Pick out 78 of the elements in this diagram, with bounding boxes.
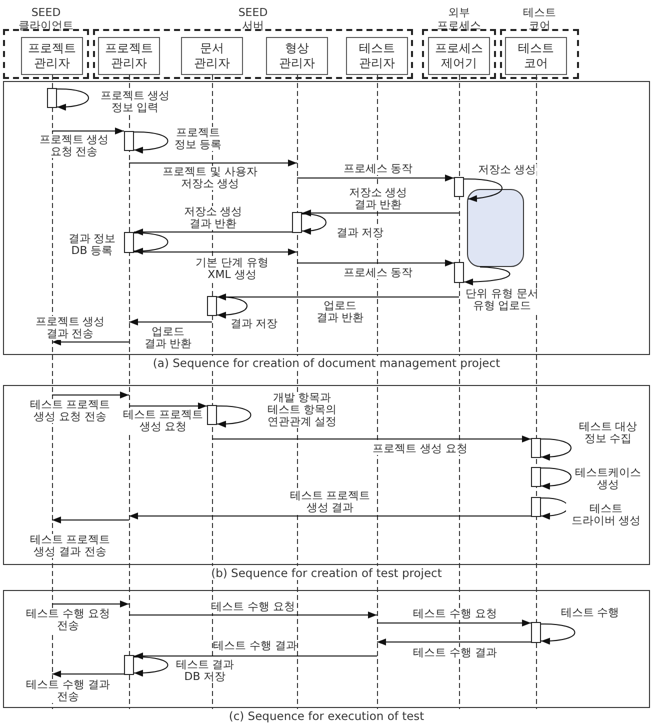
message-label: 테스트 수행 결과 <box>213 640 297 652</box>
message-arrow <box>134 652 378 660</box>
message-label: 테스트 프로젝트 생성 요청 전송 <box>28 399 112 423</box>
message-arrow <box>464 178 502 202</box>
message-arrow <box>52 516 130 524</box>
activation-bar <box>124 655 134 675</box>
message-label: 테스트 수행 요청 <box>413 608 497 620</box>
message-arrow <box>52 600 130 608</box>
message-arrow <box>128 512 532 520</box>
message-label: 프로세스 동작 <box>343 163 413 175</box>
message-arrow <box>128 318 212 326</box>
message-arrow <box>376 638 532 646</box>
activation-bar <box>454 262 464 283</box>
message-arrow <box>128 612 378 618</box>
message-label: 프로젝트 생성 요청 <box>372 443 468 455</box>
rounded-box <box>467 189 524 267</box>
activation-bar <box>531 467 541 487</box>
group-title: 테스트 코어 <box>523 6 556 32</box>
message-arrow <box>376 620 532 626</box>
panel-caption: (c) Sequence for execution of test <box>228 709 424 723</box>
activation-bar <box>531 622 541 643</box>
message-arrow <box>52 338 130 346</box>
self-message-arrow <box>216 296 248 318</box>
message-label: 테스트케이스 생성 <box>573 467 643 491</box>
message-arrow <box>212 436 532 442</box>
message-arrow <box>134 248 298 256</box>
activation-bar <box>292 212 302 233</box>
message-label: 결과 저장 <box>230 318 278 330</box>
message-label: 결과 저장 <box>336 227 384 239</box>
self-message-arrow <box>302 214 326 234</box>
panel-caption: (b) Sequence for creation of test project <box>211 566 442 580</box>
participant-box: 프로젝트 관리자 <box>98 37 160 75</box>
group-title: SEED 서버 <box>238 6 268 32</box>
activation-bar <box>531 438 541 458</box>
participant-box: 테스트 관리자 <box>346 37 408 75</box>
message-label: 테스트 수행 <box>560 607 620 619</box>
message-arrow <box>52 670 124 678</box>
activation-bar <box>454 177 464 197</box>
activation-bar <box>531 497 541 517</box>
message-label: 테스트 프로젝트 생성 결과 전송 <box>28 534 112 558</box>
self-message-arrow <box>134 656 168 676</box>
message-arrow <box>52 392 130 398</box>
participant-box: 프로젝트 관리자 <box>21 37 83 75</box>
self-message-arrow <box>540 498 568 520</box>
self-message-arrow <box>540 624 576 644</box>
message-arrow <box>296 174 454 182</box>
message-arrow <box>52 128 124 134</box>
group-title: SEED 클라이언트 <box>18 6 74 32</box>
activation-bar <box>207 405 217 425</box>
self-message-arrow <box>134 232 168 254</box>
self-message-arrow <box>216 406 252 428</box>
self-message-arrow <box>540 468 572 490</box>
message-label: 테스트 프로젝트 생성 결과 <box>288 490 372 514</box>
message-arrow <box>464 266 510 286</box>
activation-bar <box>124 131 134 151</box>
activation-bar <box>47 88 57 108</box>
participant-box: 형상 관리자 <box>266 37 328 75</box>
participant-box: 프로세스 제어기 <box>428 37 490 75</box>
message-label: 테스트 수행 요청 <box>211 601 295 613</box>
message-label: 프로젝트 및 사용자 저장소 생성 <box>160 166 260 190</box>
message-arrow <box>128 402 208 410</box>
message-arrow <box>296 260 454 266</box>
participant-box: 문서 관리자 <box>181 37 243 75</box>
message-label: 프로세스 동작 <box>343 267 413 279</box>
message-arrow <box>216 294 460 300</box>
activation-bar <box>124 232 134 253</box>
message-arrow <box>302 210 460 216</box>
message-arrow <box>134 228 292 236</box>
message-label: 저장소 생성 <box>478 164 536 176</box>
message-label: 테스트 수행 결과 <box>413 647 497 659</box>
participant-box: 테스트 코어 <box>505 37 567 75</box>
message-label: 테스트 프로젝트 생성 요청 <box>121 409 205 433</box>
message-arrow <box>128 160 298 166</box>
panel-caption: (a) Sequence for creation of document management project <box>152 356 500 370</box>
group-title: 외부 프로세스 <box>437 6 481 32</box>
self-message-arrow <box>540 438 572 460</box>
self-message-arrow <box>134 132 168 154</box>
activation-bar <box>207 296 217 316</box>
